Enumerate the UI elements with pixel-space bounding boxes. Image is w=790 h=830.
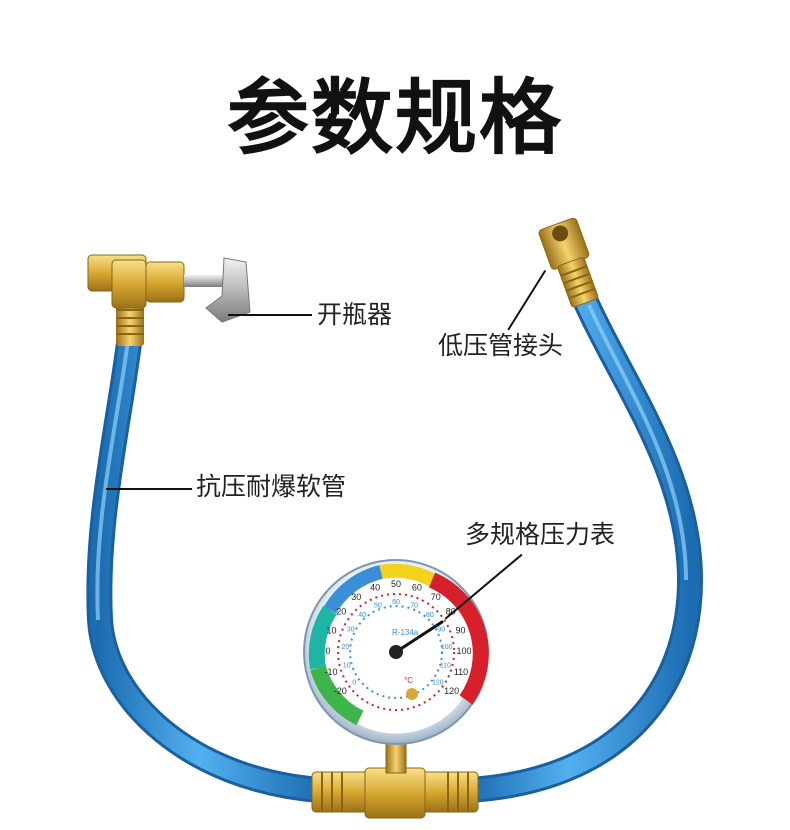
gauge-scale-c-label: 120 bbox=[444, 686, 459, 696]
connector-label: 低压管接头 bbox=[438, 331, 564, 360]
tee-fitting bbox=[311, 734, 479, 819]
left-hose bbox=[86, 322, 333, 803]
pressure-gauge bbox=[303, 559, 489, 745]
opener-label: 开瓶器 bbox=[317, 300, 393, 329]
gauge-scale-psi-label: 50 bbox=[374, 602, 382, 609]
gauge-scale-psi-label: 40 bbox=[358, 612, 366, 619]
connector-fitting bbox=[538, 217, 599, 308]
hose-label: 抗压耐爆软管 bbox=[196, 472, 347, 501]
gauge-scale-psi-label: 120 bbox=[432, 679, 444, 686]
gauge-scale-c-label: 100 bbox=[456, 646, 471, 656]
gauge-scale-psi-label: 0 bbox=[352, 679, 356, 686]
gauge-scale-c-label: 0 bbox=[325, 646, 330, 656]
opener-leader bbox=[228, 314, 312, 316]
gauge-scale-c-label: 50 bbox=[391, 579, 401, 589]
opener-valve bbox=[87, 254, 251, 323]
gauge-scale-psi-label: 10 bbox=[343, 663, 351, 670]
gauge-scale-psi-label: 30 bbox=[347, 627, 355, 634]
gauge-scale-c-label: -10 bbox=[324, 667, 337, 677]
page-title: 参数规格 bbox=[226, 71, 563, 166]
gauge-scale-c-label: 40 bbox=[370, 582, 380, 592]
gauge-scale-c-label: 20 bbox=[336, 607, 346, 617]
gauge-scale-c-label: 70 bbox=[431, 592, 441, 602]
gauge-scale-psi-label: 100 bbox=[441, 644, 453, 651]
gauge-scale-psi-label: 110 bbox=[440, 663, 451, 670]
gauge-scale-psi-label: 80 bbox=[426, 612, 434, 619]
hose-leader bbox=[106, 488, 192, 490]
left-crimp-fitting bbox=[116, 302, 144, 346]
gauge-scale-c-label: -20 bbox=[334, 686, 347, 696]
gauge-scale-psi-label: 70 bbox=[410, 602, 418, 609]
gauge-scale-c-label: 10 bbox=[326, 625, 336, 635]
gauge-scale-psi-label: 90 bbox=[437, 627, 445, 634]
gauge-scale-psi-label: 60 bbox=[392, 599, 400, 606]
gauge-refrigerant-label: R-134a bbox=[392, 628, 419, 637]
gauge-scale-c-label: 90 bbox=[455, 625, 465, 635]
gauge-scale-c-label: 30 bbox=[351, 592, 361, 602]
gauge-scale-c-label: 60 bbox=[412, 582, 422, 592]
gauge-unit-label: °C bbox=[404, 676, 413, 685]
gauge-scale-c-label: 80 bbox=[446, 607, 456, 617]
gauge-scale-psi-label: 20 bbox=[341, 644, 349, 651]
gauge-scale-c-label: 110 bbox=[454, 667, 468, 677]
gauge-label: 多规格压力表 bbox=[465, 520, 616, 549]
